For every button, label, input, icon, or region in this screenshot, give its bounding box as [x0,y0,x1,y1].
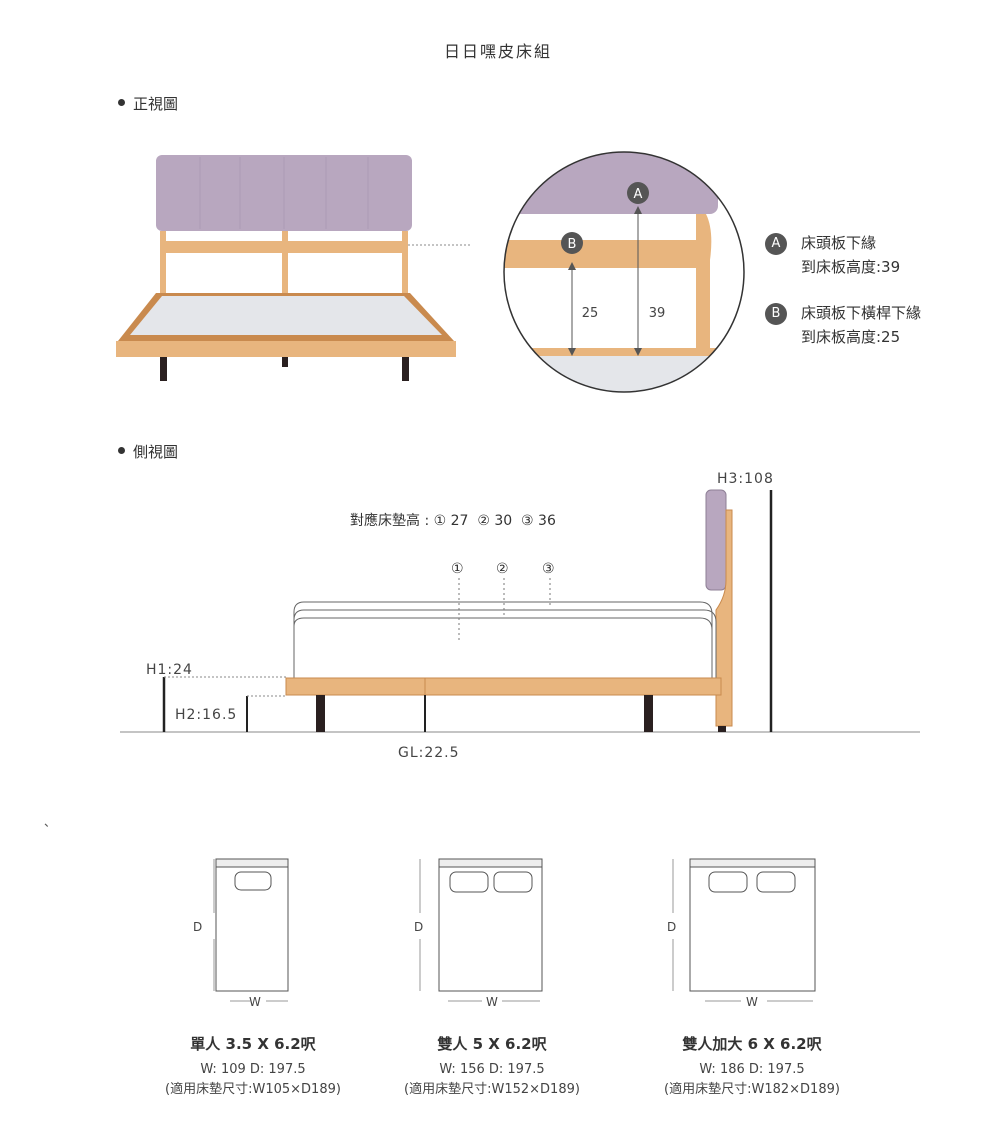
single-bed-mattress: (適用床墊尺寸:W105×D189) [165,1082,341,1097]
double-w-label: W [486,995,498,1009]
side-view-drawing [120,489,920,733]
queen-bed-name: 雙人加大 6 X 6.2呎 [682,1035,822,1053]
queen-w-label: W [746,995,758,1009]
zoom-cushion [504,152,718,214]
side-bed-frame [285,677,722,696]
side-headboard-cushion [705,489,727,591]
side-leg-back [644,695,653,732]
h3-label: H3:108 [717,471,774,487]
pillow-icon [708,871,748,893]
zoom-marker-b: B [568,237,577,252]
pillow-icon [449,871,489,893]
zoom-dim-b: 25 [582,306,599,321]
double-bed-size: W: 156 D: 197.5 [439,1062,545,1077]
front-view-label: 正視圖 [133,95,179,113]
mattress-outline-1 [293,617,713,678]
front-view-bed-drawing [116,155,470,381]
legend-a-line2: 到床板高度:39 [801,258,901,276]
side-leg-front [316,695,325,732]
zoom-marker-a: A [634,187,643,202]
legend-marker-b: B [765,303,787,325]
legend-marker-a: A [765,233,787,255]
bed-platform [130,296,442,335]
mattress-marker-1: ① [451,561,464,577]
double-bed-plan [419,858,543,1002]
bullet-dot-icon [118,99,125,106]
bed-leg-left [160,357,167,381]
double-d-label: D [414,920,424,934]
side-view-label: 側視圖 [133,443,179,461]
legend-b-line1: 床頭板下橫桿下緣 [801,304,922,322]
h2-label: H2:16.5 [175,707,238,723]
front-view-heading: 正視圖 [118,93,178,114]
side-view-heading: 側視圖 [118,441,178,462]
single-w-label: W [249,995,261,1009]
mattress-outline-2 [293,609,717,678]
queen-bed-plan [672,858,816,1002]
zoom-post [696,214,712,350]
headboard-rail [160,241,408,253]
stray-mark: 、 [44,815,57,829]
queen-bed-mattress: (適用床墊尺寸:W182×D189) [664,1082,840,1097]
pillow-icon [493,871,533,893]
zoom-rail [504,240,696,268]
bed-leg-center [282,357,288,367]
headboard-post-right [402,231,408,301]
mattress-marker-3: ③ [542,561,555,577]
double-bed-name: 雙人 5 X 6.2呎 [437,1035,547,1053]
headboard-post-left [160,231,166,301]
single-d-label: D [193,920,203,934]
double-bed-mattress: (適用床墊尺寸:W152×D189) [404,1082,580,1097]
zoom-platform [504,356,744,392]
headboard-post-center [282,231,288,301]
zoom-detail-circle: A B 25 39 [503,151,745,393]
gl-label: GL:22.5 [398,745,460,761]
single-bed-name: 單人 3.5 X 6.2呎 [190,1035,316,1053]
queen-d-label: D [667,920,677,934]
legend-a-line1: 床頭板下緣 [801,234,877,252]
mattress-heights-label: 對應床墊高 : ① 27 ② 30 ③ 36 [350,513,556,529]
bed-leg-right [402,357,409,381]
queen-bed-size: W: 186 D: 197.5 [699,1062,805,1077]
zoom-dim-a: 39 [649,306,666,321]
single-bed-plan [213,858,289,1002]
h1-label: H1:24 [146,662,193,678]
mattress-marker-2: ② [496,561,509,577]
pillow-icon [756,871,796,893]
page-title: 日日嘿皮床組 [443,42,552,61]
mattress-outline-3 [293,601,713,678]
legend-b-line2: 到床板高度:25 [801,328,901,346]
single-bed-size: W: 109 D: 197.5 [200,1062,306,1077]
bullet-dot-icon [118,447,125,454]
pillow-icon [234,871,272,891]
bed-frame-front [116,341,456,357]
